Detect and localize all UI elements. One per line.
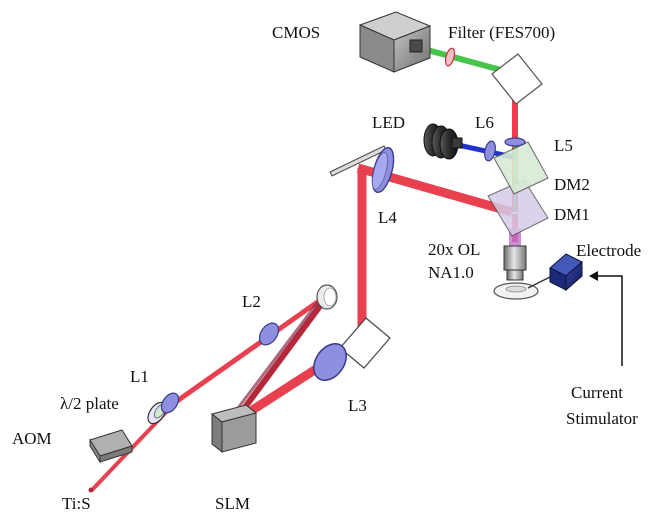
label-filter: Filter (FES700) bbox=[448, 23, 555, 42]
aom-device bbox=[89, 429, 133, 464]
labels: CMOS Filter (FES700) LED L6 L5 DM2 DM1 L… bbox=[12, 23, 641, 513]
stimulator-arrow bbox=[589, 271, 623, 366]
cmos-camera bbox=[358, 11, 432, 73]
label-electrode: Electrode bbox=[576, 241, 641, 260]
emission-filter bbox=[444, 47, 456, 67]
emission-segment bbox=[419, 45, 513, 76]
label-l1: L1 bbox=[130, 367, 149, 386]
label-half-wave-plate: λ/2 plate bbox=[60, 394, 119, 413]
label-tis: Ti:S bbox=[62, 494, 91, 513]
lens-l2 bbox=[258, 322, 280, 346]
folding-mirror bbox=[339, 317, 391, 369]
label-cmos: CMOS bbox=[272, 23, 320, 42]
filter-fold-mirror bbox=[491, 53, 543, 105]
label-objective-line1: 20x OL bbox=[428, 240, 480, 259]
label-l5: L5 bbox=[554, 136, 573, 155]
beam-segment bbox=[168, 293, 328, 409]
dichroic-dm2 bbox=[493, 141, 549, 195]
lens-l6 bbox=[484, 140, 496, 162]
label-current-stimulator-line2: Stimulator bbox=[566, 409, 638, 428]
label-aom: AOM bbox=[12, 429, 52, 448]
label-l6: L6 bbox=[475, 113, 494, 132]
lens-l4 bbox=[371, 146, 395, 194]
led-source bbox=[423, 123, 463, 160]
label-objective-line2: NA1.0 bbox=[428, 263, 474, 282]
tis-input-point bbox=[88, 487, 94, 493]
label-dm1: DM1 bbox=[554, 205, 590, 224]
beam-segment bbox=[230, 297, 323, 417]
beam-segment bbox=[234, 296, 329, 420]
lens-l3 bbox=[313, 343, 347, 381]
lens-l5 bbox=[504, 137, 526, 147]
label-dm2: DM2 bbox=[554, 175, 590, 194]
electrode-device bbox=[527, 253, 583, 292]
objective-lens bbox=[493, 245, 539, 300]
label-l3: L3 bbox=[348, 396, 367, 415]
label-led: LED bbox=[372, 113, 405, 132]
relay-mirror bbox=[316, 284, 338, 310]
lens-l1 bbox=[160, 392, 180, 414]
label-slm: SLM bbox=[215, 494, 250, 513]
slm-device bbox=[210, 404, 258, 454]
label-current-stimulator-line1: Current bbox=[571, 383, 623, 402]
label-l4: L4 bbox=[378, 208, 397, 227]
label-l2: L2 bbox=[242, 292, 261, 311]
